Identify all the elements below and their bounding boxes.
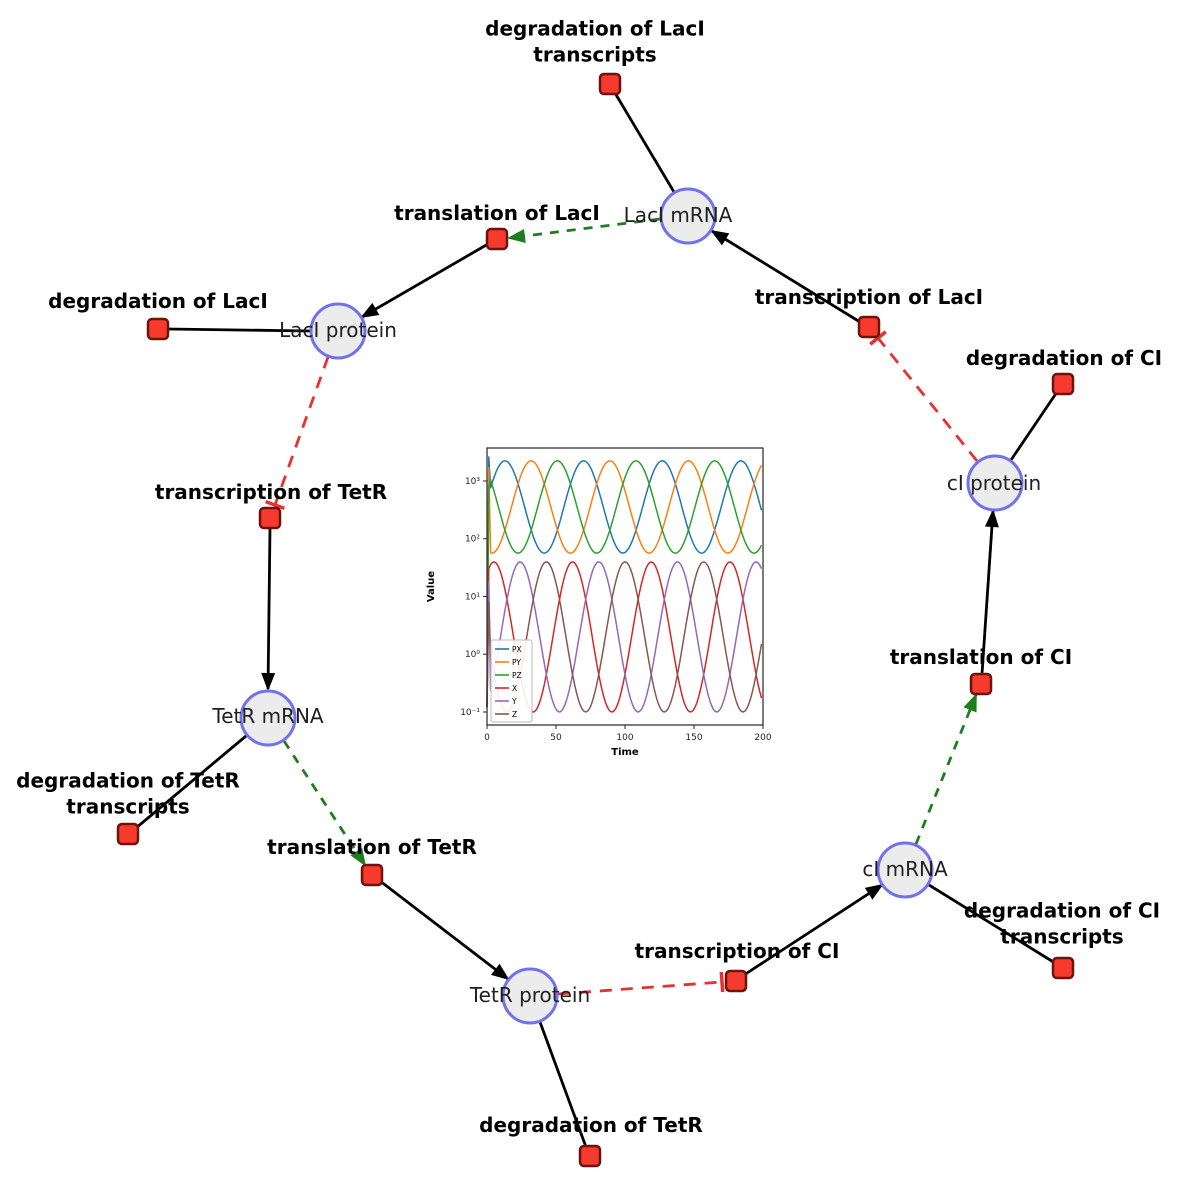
reaction-node-deg-tetr[interactable]	[578, 1144, 602, 1168]
x-tick-label: 50	[550, 733, 562, 743]
reaction-label-translation-ci: translation of CI	[889, 645, 1073, 669]
species-nodes	[239, 187, 1024, 1025]
reaction-label-deg-tetr-transcripts: degradation of TetR transcripts	[16, 768, 240, 819]
reaction-label-transcription-tetr: transcription of TetR	[154, 480, 388, 504]
species-node-ci-protein[interactable]	[966, 454, 1024, 512]
legend-label-PX: PX	[512, 645, 522, 654]
reaction-node-deg-ci[interactable]	[1051, 372, 1075, 396]
reaction-node-translation-ci[interactable]	[969, 672, 993, 696]
edge-tetr-mrna-to-deg-tetr-transcripts	[135, 734, 247, 830]
edge-laci-protein-inhibits-transcription-tetr	[264, 356, 330, 511]
species-label-ci-mrna: cI mRNA	[862, 857, 948, 881]
y-tick-label: 10⁻¹	[460, 708, 480, 718]
edge-ci-protein-inhibits-transcription-laci	[869, 330, 979, 462]
y-tick-label: 10⁰	[465, 650, 480, 660]
reaction-label-translation-laci: translation of LacI	[394, 201, 600, 225]
species-node-tetr-mrna[interactable]	[239, 689, 297, 747]
species-label-laci-protein: LacI protein	[279, 318, 397, 342]
series-line-Y	[486, 561, 763, 713]
edge-tetr-protein-to-deg-tetr	[538, 1021, 588, 1148]
y-axis-title: Value	[426, 571, 437, 602]
legend-label-Z: Z	[512, 710, 517, 719]
legend-label-Y: Y	[511, 697, 517, 706]
legend-label-PZ: PZ	[512, 671, 522, 680]
y-tick-label: 10²	[465, 535, 480, 545]
reaction-node-transcription-tetr[interactable]	[258, 506, 282, 530]
species-label-ci-protein: cI protein	[946, 471, 1042, 495]
x-tick-label: 100	[616, 733, 633, 743]
series-line-Z	[486, 561, 763, 713]
edge-laci-mrna-to-deg-laci-transcripts	[613, 92, 676, 193]
series-line-X	[486, 561, 763, 713]
species-label-tetr-protein: TetR protein	[469, 983, 591, 1007]
reaction-label-deg-tetr: degradation of TetR	[479, 1113, 703, 1137]
x-tick-label: 150	[685, 733, 702, 743]
reaction-label-deg-ci: degradation of CI	[965, 346, 1163, 370]
consumption-edges	[135, 92, 1059, 1148]
reaction-label-transcription-ci: transcription of CI	[634, 939, 840, 963]
series-line-PZ	[486, 460, 763, 708]
reaction-node-deg-laci-transcripts[interactable]	[598, 72, 622, 96]
edge-ci-mrna-to-deg-ci-transcripts	[928, 883, 1056, 965]
reaction-label-deg-laci: degradation of LacI	[48, 289, 268, 313]
edge-translation-tetr-to-tetr-protein	[379, 879, 510, 981]
species-label-tetr-mrna: TetR mRNA	[212, 704, 324, 728]
reaction-node-deg-ci-transcripts[interactable]	[1051, 956, 1075, 980]
edge-ci-mrna-catalyzes-translation-ci	[914, 693, 978, 845]
legend-label-X: X	[512, 684, 517, 693]
edge-transcription-tetr-to-tetr-mrna	[261, 527, 276, 691]
reaction-node-translation-tetr[interactable]	[360, 863, 384, 887]
edge-ci-protein-to-deg-ci	[1009, 391, 1059, 461]
reaction-label-deg-laci-transcripts: degradation of LacI transcripts	[485, 16, 705, 67]
series-line-PX	[486, 456, 763, 708]
species-node-laci-mrna[interactable]	[659, 187, 717, 245]
species-label-laci-mrna: LacI mRNA	[623, 203, 733, 227]
species-node-tetr-protein[interactable]	[501, 967, 559, 1025]
edge-tetr-protein-inhibits-transcription-ci	[557, 971, 725, 996]
reaction-node-transcription-ci[interactable]	[724, 969, 748, 993]
legend-label-PY: PY	[512, 658, 521, 667]
reaction-node-transcription-laci[interactable]	[857, 315, 881, 339]
reaction-label-translation-tetr: translation of TetR	[267, 835, 477, 859]
reaction-node-deg-tetr-transcripts[interactable]	[116, 822, 140, 846]
edge-transcription-ci-to-ci-mrna	[743, 883, 884, 977]
production-edges	[261, 229, 999, 981]
catalysis-edges	[282, 217, 978, 867]
reaction-label-transcription-laci: transcription of LacI	[754, 285, 984, 309]
reaction-nodes	[116, 72, 1075, 1168]
edge-laci-mrna-catalyzes-translation-laci	[507, 217, 661, 243]
species-node-laci-protein[interactable]	[309, 302, 367, 360]
edge-translation-laci-to-laci-protein	[360, 242, 489, 319]
inhibition-edges	[264, 330, 979, 996]
series-line-PY	[486, 460, 763, 708]
edge-tetr-mrna-catalyzes-translation-tetr	[282, 740, 367, 867]
x-tick-label: 200	[754, 733, 771, 743]
reaction-node-deg-laci[interactable]	[146, 317, 170, 341]
x-tick-label: 0	[484, 733, 490, 743]
species-node-ci-mrna[interactable]	[876, 841, 934, 899]
y-tick-label: 10¹	[465, 592, 480, 602]
edge-laci-protein-to-deg-laci	[167, 327, 311, 333]
y-tick-label: 10³	[465, 477, 480, 487]
reaction-node-translation-laci[interactable]	[485, 227, 509, 251]
edge-transcription-laci-to-laci-mrna	[710, 229, 861, 324]
reaction-label-deg-ci-transcripts: degradation of CI transcripts	[963, 898, 1161, 949]
edge-translation-ci-to-ci-protein	[980, 509, 999, 675]
x-axis-title: Time	[611, 747, 639, 758]
